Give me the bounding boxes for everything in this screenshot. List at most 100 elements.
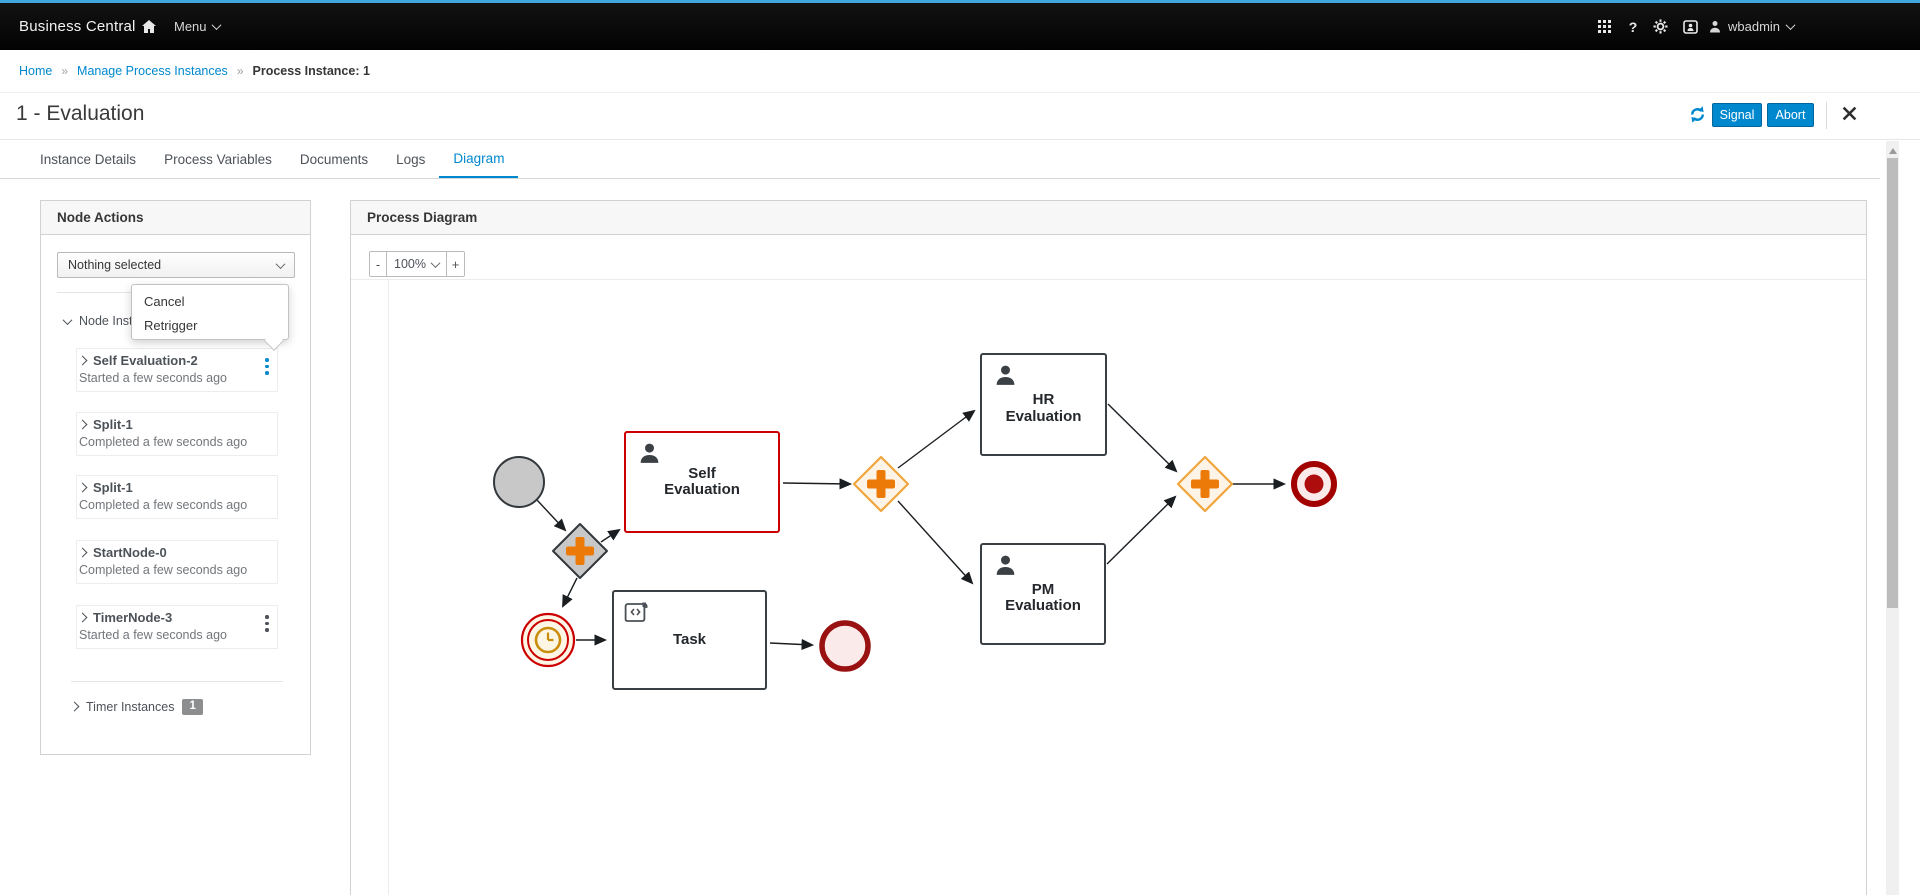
node-instance-name: Split-1 — [93, 417, 133, 432]
parallel-gateway-node[interactable] — [852, 455, 910, 513]
end-event-node[interactable] — [1291, 461, 1337, 507]
breadcrumb: Home » Manage Process Instances » Proces… — [0, 50, 1920, 93]
hr-evaluation-task-node[interactable]: HR Evaluation — [980, 353, 1107, 456]
process-diagram-canvas[interactable] — [351, 280, 1866, 895]
apps-grid-icon[interactable] — [1595, 3, 1613, 50]
timer-instances-label: Timer Instances — [86, 699, 175, 714]
abort-button[interactable]: Abort — [1767, 103, 1814, 127]
help-icon[interactable]: ? — [1628, 18, 1638, 35]
node-instance-status: Completed a few seconds ago — [79, 435, 248, 449]
tab-diagram[interactable]: Diagram — [439, 140, 519, 178]
node-instance-status: Started a few seconds ago — [79, 371, 228, 385]
user-menu[interactable]: wbadmin — [1709, 19, 1796, 34]
refresh-icon[interactable] — [1688, 105, 1707, 124]
tab-process-variables[interactable]: Process Variables — [164, 151, 272, 167]
node-instance-name: Split-1 — [93, 480, 133, 495]
canvas-border — [388, 279, 389, 895]
clock-icon — [534, 626, 562, 654]
breadcrumb-separator: » — [236, 64, 244, 78]
process-diagram-title: Process Diagram — [351, 201, 1866, 235]
flow-split-to-self-evaluation — [600, 528, 621, 543]
page-title: 1 - Evaluation — [16, 102, 145, 125]
node-instance-item[interactable]: StartNode-0 Completed a few seconds ago — [76, 540, 278, 584]
settings-gear-icon[interactable] — [1651, 3, 1669, 50]
script-task-icon — [623, 601, 650, 624]
node-instance-item[interactable]: Split-1 Completed a few seconds ago — [76, 412, 278, 456]
context-menu-item-cancel[interactable]: Cancel — [144, 294, 185, 309]
close-icon[interactable] — [1842, 106, 1857, 121]
start-event-node[interactable] — [493, 456, 545, 508]
node-label: PM Evaluation — [1005, 580, 1081, 614]
menu-dropdown[interactable]: Menu — [174, 19, 221, 34]
user-task-icon — [637, 441, 662, 466]
breadcrumb-manage-process-instances[interactable]: Manage Process Instances — [77, 64, 228, 78]
flow-pm-evaluation-to-join — [1106, 495, 1177, 565]
zoom-in-button[interactable]: + — [446, 251, 465, 277]
breadcrumb-home[interactable]: Home — [19, 64, 53, 78]
node-select-dropdown[interactable]: Nothing selected — [57, 252, 295, 278]
pm-evaluation-task-node[interactable]: PM Evaluation — [980, 543, 1106, 645]
node-instance-name: TimerNode-3 — [93, 610, 173, 625]
zoom-level-dropdown[interactable]: 100% — [386, 251, 447, 277]
flow-task-to-end — [769, 638, 815, 651]
home-icon[interactable] — [141, 3, 157, 50]
user-icon — [1710, 21, 1720, 33]
tab-instance-details[interactable]: Instance Details — [40, 151, 137, 167]
node-instance-item[interactable]: Self Evaluation-2 Started a few seconds … — [76, 348, 278, 392]
node-instance-item[interactable]: Split-1 Completed a few seconds ago — [76, 475, 278, 519]
tab-logs[interactable]: Logs — [396, 151, 426, 167]
kebab-menu-icon[interactable] — [264, 358, 270, 378]
chevron-right-icon — [77, 355, 88, 366]
chevron-down-icon — [1785, 20, 1796, 31]
node-instance-status: Completed a few seconds ago — [79, 563, 248, 577]
divider — [71, 681, 283, 682]
user-name: wbadmin — [1728, 19, 1781, 34]
chevron-down-icon — [430, 257, 441, 268]
masthead: Business Central Menu ? — [0, 0, 1920, 50]
node-instance-status: Started a few seconds ago — [79, 628, 228, 642]
kebab-menu-icon[interactable] — [264, 615, 270, 635]
flow-gateway-to-pm-evaluation — [897, 500, 974, 585]
node-select-value: Nothing selected — [68, 258, 162, 272]
context-menu-item-retrigger[interactable]: Retrigger — [144, 318, 198, 333]
chevron-right-icon — [77, 612, 88, 623]
tab-bar: Instance Details Process Variables Docum… — [0, 140, 1880, 179]
scrollbar-thumb[interactable] — [1887, 158, 1898, 608]
chevron-right-icon — [77, 482, 88, 493]
canvas-border — [351, 279, 1866, 280]
split-gateway-node[interactable] — [552, 523, 608, 579]
zoom-controls: - 100% + — [369, 251, 465, 277]
self-evaluation-task-node[interactable]: Self Evaluation — [624, 431, 780, 533]
admin-badge-icon[interactable] — [1681, 3, 1699, 50]
chevron-down-icon — [211, 20, 221, 31]
flow-self-evaluation-to-gateway — [782, 478, 853, 490]
chevron-right-icon — [77, 547, 88, 558]
node-instance-name: Self Evaluation-2 — [93, 353, 198, 368]
tab-documents[interactable]: Documents — [299, 151, 369, 167]
chevron-down-icon — [62, 314, 73, 325]
node-actions-title: Node Actions — [41, 201, 310, 235]
join-gateway-node[interactable] — [1176, 455, 1234, 513]
breadcrumb-separator: » — [61, 64, 69, 78]
flow-start-to-split — [536, 499, 567, 532]
zoom-out-button[interactable]: - — [369, 251, 387, 277]
signal-button[interactable]: Signal — [1712, 103, 1762, 127]
chevron-right-icon — [77, 419, 88, 430]
title-bar: 1 - Evaluation Signal Abort — [0, 93, 1920, 140]
user-task-icon — [993, 553, 1018, 578]
node-label: Self Evaluation — [664, 464, 740, 498]
node-instance-item[interactable]: TimerNode-3 Started a few seconds ago — [76, 605, 278, 649]
scrollbar-up-arrow[interactable] — [1889, 148, 1897, 154]
flow-split-to-timer — [562, 577, 578, 608]
node-context-menu: Cancel Retrigger — [131, 284, 289, 351]
brand-logo[interactable]: Business Central — [19, 18, 136, 35]
task-end-event-node[interactable] — [819, 620, 871, 672]
timer-instances-section-toggle[interactable]: Timer Instances 1 — [69, 699, 203, 715]
timer-instances-count-badge: 1 — [182, 699, 203, 715]
task-node[interactable]: Task — [612, 590, 767, 690]
timer-event-node[interactable] — [520, 612, 576, 668]
node-instance-status: Completed a few seconds ago — [79, 498, 248, 512]
menu-label: Menu — [174, 19, 207, 34]
breadcrumb-current: Process Instance: 1 — [252, 64, 370, 78]
flow-hr-evaluation-to-join — [1107, 403, 1178, 473]
